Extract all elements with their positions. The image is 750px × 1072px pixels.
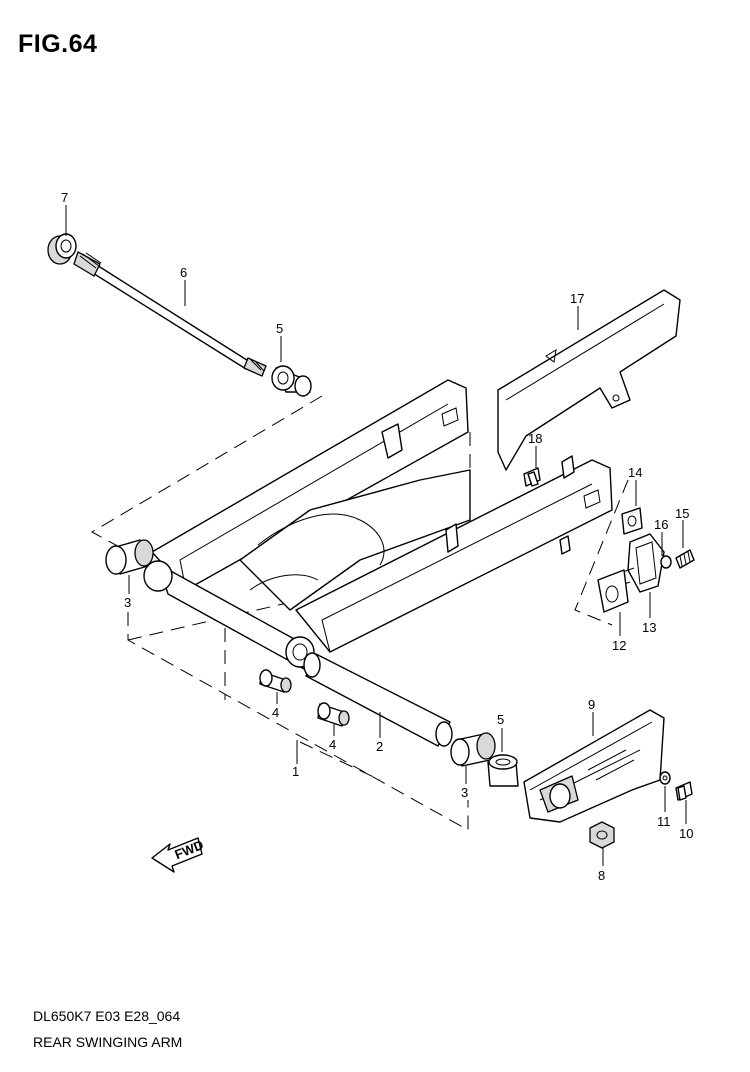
callout-15: 15 (675, 506, 689, 521)
callout-3-left: 3 (124, 595, 131, 610)
chain-adjuster[interactable] (597, 533, 665, 613)
callout-9: 9 (588, 697, 595, 712)
chain-cover-screw[interactable] (523, 467, 541, 487)
pivot-shaft[interactable] (73, 251, 267, 377)
callout-7: 7 (61, 190, 68, 205)
figure-title: FIG.64 (18, 30, 98, 58)
callout-12: 12 (612, 638, 626, 653)
model-code: DL650K7 E03 E28_064 (33, 1008, 181, 1024)
callout-10: 10 (679, 826, 693, 841)
bearing-right[interactable] (450, 732, 496, 767)
bearing-small-2[interactable] (317, 702, 350, 727)
adjuster-washer[interactable] (660, 555, 672, 569)
pivot-collar-lower[interactable] (487, 754, 519, 787)
callout-14: 14 (628, 465, 642, 480)
callout-11: 11 (657, 814, 671, 829)
bearing-left[interactable] (105, 539, 154, 575)
callout-5-upper: 5 (276, 321, 283, 336)
callout-16: 16 (654, 517, 668, 532)
callout-leaders (65, 205, 687, 866)
pivot-nut[interactable] (47, 233, 77, 265)
callout-6: 6 (180, 265, 187, 280)
adjuster-bolt[interactable] (675, 549, 695, 569)
buffer-bolt[interactable] (675, 781, 693, 801)
bearing-small-1[interactable] (259, 669, 292, 693)
callout-8: 8 (598, 868, 605, 883)
adjuster-plate[interactable] (621, 507, 643, 535)
callout-labels: 7 6 5 17 18 14 15 16 13 12 3 4 4 2 1 5 3… (61, 190, 693, 883)
callout-5-lower: 5 (497, 712, 504, 727)
callout-4-first: 4 (272, 705, 279, 720)
callout-13: 13 (642, 620, 656, 635)
callout-4-second: 4 (329, 737, 336, 752)
callout-2: 2 (376, 739, 383, 754)
chain-buffer[interactable] (523, 709, 665, 823)
callout-18: 18 (528, 431, 542, 446)
spacer-pipe[interactable] (303, 652, 453, 747)
pivot-collar-upper[interactable] (271, 365, 312, 397)
buffer-nut[interactable] (589, 821, 615, 849)
callout-3-right: 3 (461, 785, 468, 800)
forward-direction-arrow: FWD (151, 837, 206, 873)
diagram-name: REAR SWINGING ARM (33, 1034, 183, 1050)
callout-17: 17 (570, 291, 584, 306)
chain-cover[interactable] (497, 289, 681, 471)
callout-1: 1 (292, 764, 299, 779)
swinging-arm[interactable] (143, 379, 613, 671)
buffer-washer[interactable] (659, 771, 671, 785)
